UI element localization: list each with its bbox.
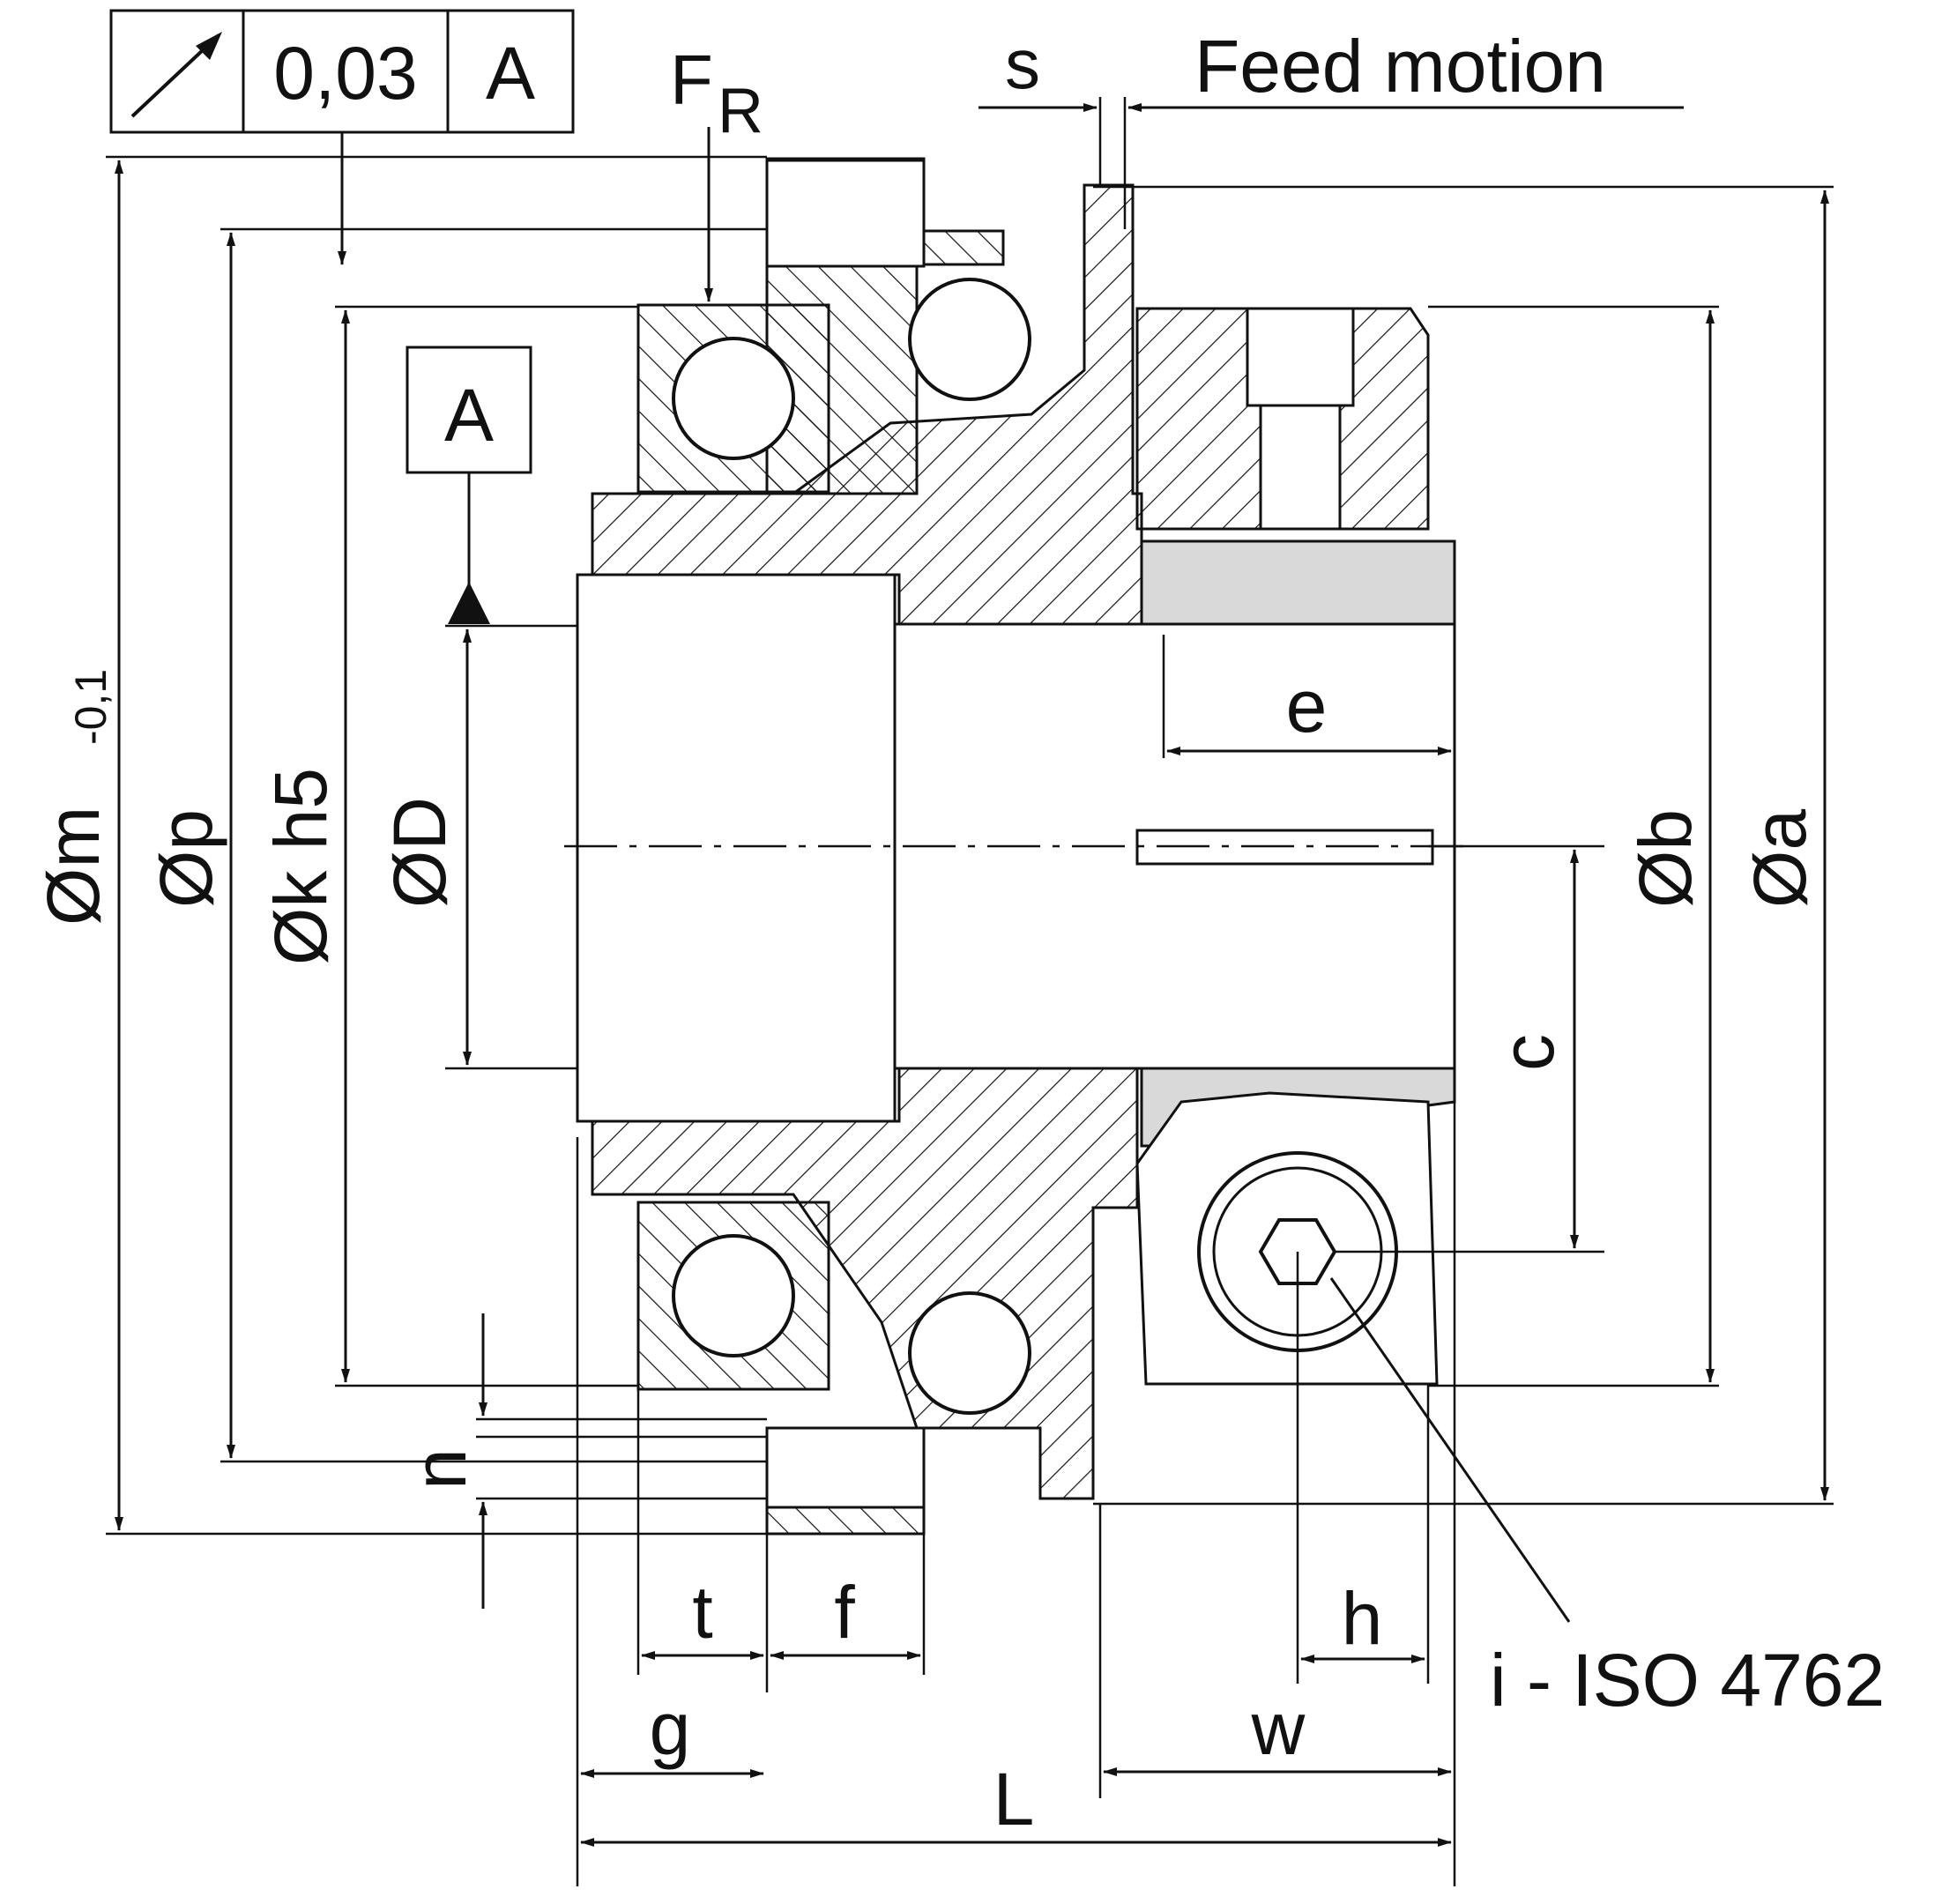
force-subscript: R	[718, 76, 763, 146]
e-label: e	[1286, 665, 1328, 747]
dia-D-label: ØD	[378, 797, 461, 908]
ball-bottom-left	[672, 1234, 795, 1357]
dia-k-label: Øk h5	[259, 768, 342, 965]
dia-b-label: Øb	[1624, 809, 1707, 908]
datum-label: A	[444, 374, 494, 457]
dimension-labels: F R s Feed motion Øm -0,1 Øp Øk h5 ØD Øb…	[32, 25, 1885, 1841]
f-label: f	[834, 1571, 855, 1654]
g-label: g	[650, 1687, 691, 1770]
dia-a-label: Øa	[1738, 809, 1821, 908]
dia-m-label: Øm	[32, 807, 115, 926]
c-label: c	[1486, 1034, 1569, 1071]
t-label: t	[692, 1571, 712, 1654]
ball-top-right	[908, 278, 1031, 401]
dia-p-label: Øp	[145, 809, 227, 908]
datum-box: A	[406, 346, 532, 624]
extension-lines	[106, 97, 1834, 1886]
dia-m-tolerance: -0,1	[66, 669, 115, 745]
tolerance-datum: A	[486, 32, 535, 115]
ball-bottom-right	[908, 1291, 1031, 1415]
feed-motion-label: Feed motion	[1194, 25, 1606, 108]
force-label: F	[670, 41, 713, 119]
screw-label: i - ISO 4762	[1490, 1639, 1885, 1722]
s-label: s	[1005, 25, 1040, 103]
dimension-lines	[115, 103, 1829, 1847]
n-label: n	[398, 1448, 481, 1490]
h-label: h	[1342, 1577, 1383, 1660]
L-label: L	[993, 1758, 1035, 1841]
w-label: w	[1251, 1687, 1306, 1770]
tolerance-frame: 0,03 A	[109, 9, 575, 265]
ball-top-left	[672, 337, 795, 460]
tolerance-value: 0,03	[273, 32, 418, 115]
runout-arrow-icon	[130, 32, 222, 118]
